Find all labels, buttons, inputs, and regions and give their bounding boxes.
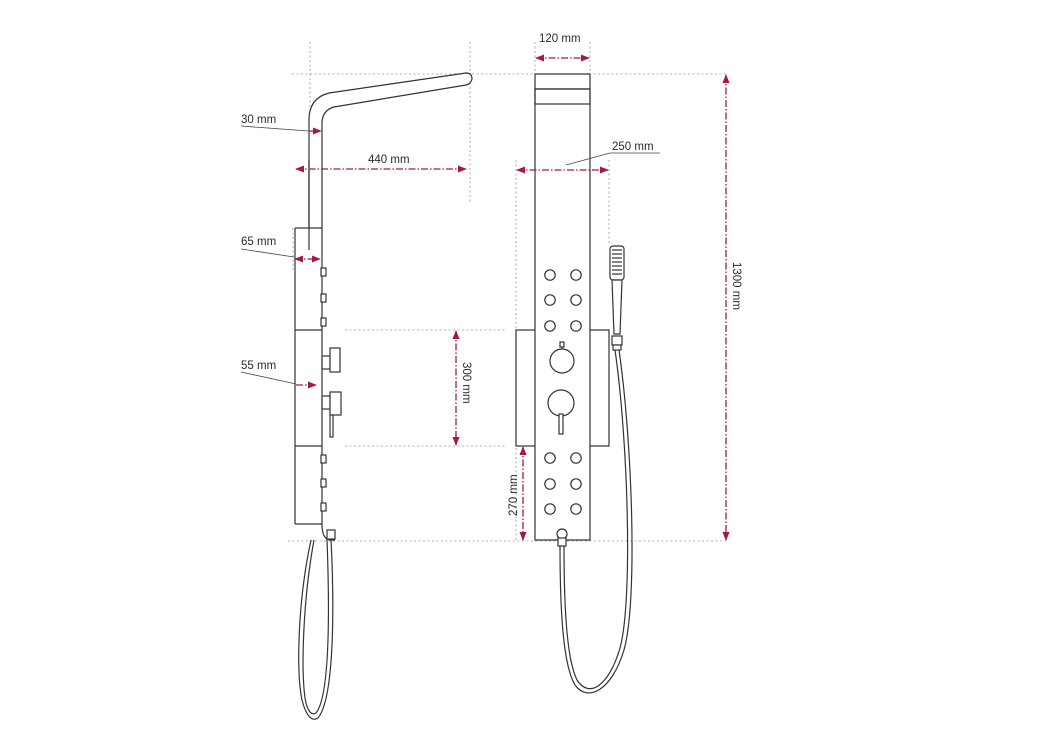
upper-jets <box>544 269 582 332</box>
overhead-shower-head <box>534 88 591 105</box>
side-jets <box>320 267 327 512</box>
side-view <box>294 72 473 720</box>
overhead-arm <box>308 72 473 229</box>
bottom-outlet <box>556 528 568 547</box>
side-hose <box>298 523 336 720</box>
hand-shower <box>609 245 625 351</box>
label-lower-section: 270 mm <box>508 474 520 516</box>
label-mixer-depth: 55 mm <box>241 360 276 372</box>
label-panel-depth: 65 mm <box>241 236 276 248</box>
front-hose <box>559 349 633 694</box>
label-mixer-width: 250 mm <box>612 141 654 153</box>
hand-shower-grip-pattern <box>612 249 622 275</box>
diverter-knob <box>547 389 575 435</box>
front-panel-body <box>534 73 591 541</box>
label-leaders <box>240 125 660 385</box>
thermostat-knob <box>549 341 575 374</box>
label-total-height: 1300 mm <box>730 262 742 310</box>
guide-lines <box>288 42 728 542</box>
dimension-lines <box>294 54 730 541</box>
lower-jets <box>544 452 582 515</box>
side-knobs <box>321 347 342 438</box>
side-panel-body <box>294 160 323 525</box>
label-mixer-height: 300 mm <box>460 362 472 404</box>
label-top-width: 120 mm <box>539 33 581 45</box>
dimension-labels: 30 mm 440 mm 65 mm 55 mm 120 mm 250 mm 1… <box>241 33 742 516</box>
front-view <box>515 73 633 694</box>
label-arm-thickness: 30 mm <box>241 114 276 126</box>
label-arm-reach: 440 mm <box>368 154 410 166</box>
